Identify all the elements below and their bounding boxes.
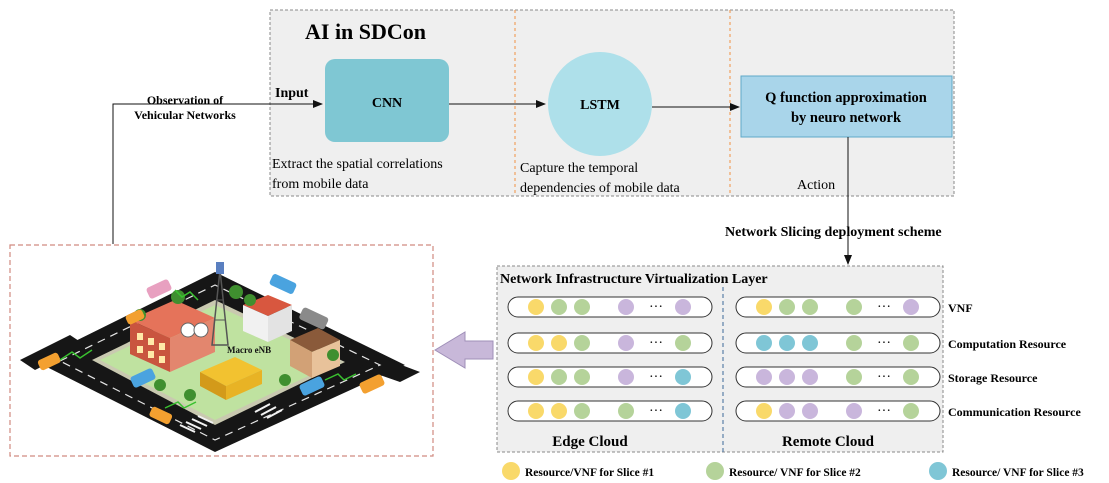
resource-dot [846, 369, 862, 385]
resource-dot [846, 299, 862, 315]
cnn-description-line1: Extract the spatial correlations [272, 157, 443, 172]
cnn-label: CNN [372, 96, 402, 111]
resource-ellipsis: ··· [877, 336, 891, 351]
legend-swatch [502, 462, 520, 480]
resource-dot [779, 299, 795, 315]
resource-dot [675, 369, 691, 385]
legend: Resource/VNF for Slice #1 Resource/ VNF f… [502, 462, 1084, 480]
resource-dot [779, 335, 795, 351]
resource-dot [779, 369, 795, 385]
vehicular-network-illustration: Macro eNB [9, 244, 434, 457]
resource-dot [756, 335, 772, 351]
resource-dot [903, 299, 919, 315]
resource-ellipsis: ··· [649, 300, 663, 315]
resource-ellipsis: ··· [649, 336, 663, 351]
lstm-label: LSTM [580, 98, 620, 113]
resource-dot [756, 299, 772, 315]
resource-row-label: Communication Resource [948, 405, 1081, 419]
resource-dot [574, 335, 590, 351]
resource-ellipsis: ··· [649, 370, 663, 385]
legend-label: Resource/ VNF for Slice #3 [952, 467, 1084, 479]
cnn-description-line2: from mobile data [272, 177, 369, 192]
q-function-box [740, 75, 953, 138]
q-function-line2: by neuro network [791, 110, 902, 126]
edge-cloud-label: Edge Cloud [552, 434, 628, 450]
resource-dot [551, 403, 567, 419]
resource-dot [551, 299, 567, 315]
resource-dot [802, 369, 818, 385]
resource-dot [846, 403, 862, 419]
deployment-label: Network Slicing deployment scheme [725, 225, 942, 240]
resource-dot [675, 403, 691, 419]
resource-row-label: VNF [948, 301, 973, 315]
legend-swatch [706, 462, 724, 480]
resource-dot [756, 403, 772, 419]
legend-swatch [929, 462, 947, 480]
q-function-line1: Q function approximation [765, 90, 927, 106]
cnn-box [325, 59, 449, 142]
macro-enb-label: Macro eNB [227, 345, 271, 355]
resource-dot [528, 335, 544, 351]
observation-line2: Vehicular Networks [134, 108, 236, 122]
resource-dot [574, 299, 590, 315]
ai-panel-title: AI in SDCon [305, 19, 426, 44]
resource-dot [675, 335, 691, 351]
resource-row-label: Computation Resource [948, 337, 1067, 351]
legend-label: Resource/ VNF for Slice #2 [729, 467, 861, 479]
resource-dot [551, 335, 567, 351]
observation-arrow [112, 100, 323, 244]
resource-dot [802, 299, 818, 315]
resource-ellipsis: ··· [877, 370, 891, 385]
resource-ellipsis: ··· [877, 300, 891, 315]
legend-label: Resource/VNF for Slice #1 [525, 467, 654, 479]
resource-dot [618, 403, 634, 419]
lstm-description-line2: dependencies of mobile data [520, 181, 681, 196]
resource-ellipsis: ··· [877, 404, 891, 419]
resource-dot [574, 369, 590, 385]
resource-dot [802, 335, 818, 351]
observation-line1: Observation of [147, 93, 224, 107]
lstm-circle [548, 52, 652, 156]
resource-dot [903, 335, 919, 351]
infrastructure-title: Network Infrastructure Virtualization La… [500, 272, 768, 287]
resource-dot [779, 403, 795, 419]
big-left-arrow [434, 331, 494, 369]
resource-dot [618, 299, 634, 315]
lstm-description-line1: Capture the temporal [520, 161, 638, 176]
resource-dot [756, 369, 772, 385]
resource-dot [618, 369, 634, 385]
remote-cloud-label: Remote Cloud [782, 434, 875, 450]
resource-dot [528, 369, 544, 385]
resource-dot [618, 335, 634, 351]
resource-dot [675, 299, 691, 315]
resource-dot [574, 403, 590, 419]
resource-rows: ··· ··· VNF ··· ··· Computation Resource ··· ··… [507, 296, 1081, 422]
resource-dot [551, 369, 567, 385]
resource-dot [846, 335, 862, 351]
resource-dot [528, 299, 544, 315]
resource-row-label: Storage Resource [948, 371, 1038, 385]
action-label: Action [797, 178, 835, 193]
resource-dot [802, 403, 818, 419]
infrastructure-panel [496, 265, 944, 453]
resource-dot [903, 369, 919, 385]
input-label: Input [275, 86, 309, 101]
resource-ellipsis: ··· [649, 404, 663, 419]
resource-dot [528, 403, 544, 419]
resource-dot [903, 403, 919, 419]
